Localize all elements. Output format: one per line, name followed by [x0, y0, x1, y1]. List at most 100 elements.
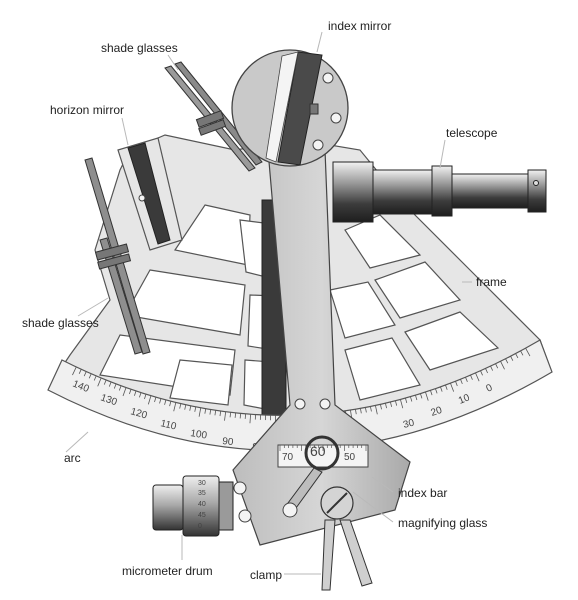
arc-tick [184, 404, 187, 410]
arc-tick [495, 363, 499, 369]
arc-tick [525, 347, 531, 357]
arc-tick [144, 394, 147, 400]
arc-tick [194, 406, 197, 412]
arc-tick [440, 386, 443, 392]
arc-tick [154, 397, 157, 403]
label-frame: frame [476, 275, 507, 289]
arc-tick [108, 381, 112, 387]
arc-tick [380, 404, 382, 410]
arc: 140 130 120 110 100 90 80 30 20 10 0 [47, 339, 553, 454]
magnifying-glass [282, 435, 340, 518]
arc-tick [169, 401, 172, 407]
arc-tick [204, 408, 207, 414]
arc-tick [134, 390, 137, 396]
arc-tick [147, 395, 152, 405]
arc-tick [460, 379, 463, 385]
arc-tick [370, 406, 372, 412]
arc-tick [435, 388, 438, 394]
arc-tick [103, 379, 107, 385]
arc-tick [72, 366, 77, 376]
arc-tick [385, 403, 387, 409]
index-mirror [231, 49, 349, 167]
arc-tick [500, 361, 505, 370]
arc-scale: 140 130 120 110 100 90 80 30 20 10 0 [71, 379, 495, 454]
index-bar: 70 60 50 [232, 149, 411, 546]
leader-lines [65, 31, 472, 575]
arc-tick [450, 383, 455, 392]
arc-tick [355, 409, 357, 415]
arc-tick [189, 405, 192, 411]
arc-tick [234, 412, 237, 418]
micrometer-drum: 30 35 40 45 0 [152, 475, 234, 537]
arc-tick [139, 392, 142, 398]
arc-tick [425, 391, 429, 401]
arc-scale-label: 10 [457, 392, 472, 407]
label-magnifying-glass: magnifying glass [398, 516, 487, 530]
arc-tick [510, 356, 514, 361]
arc-tick [97, 377, 102, 387]
arc-tick [400, 399, 404, 409]
arc-scale-label: 0 [484, 382, 494, 395]
arc-tick [490, 365, 494, 371]
arc-tick [88, 373, 92, 379]
arc-tick [455, 381, 458, 387]
arc-tick [78, 369, 82, 374]
drum-scale-label: 45 [198, 512, 206, 519]
arc-tick [93, 375, 97, 381]
arc-tick [118, 385, 122, 391]
arc-tick [214, 410, 217, 416]
arc-tick [159, 398, 162, 404]
arc-tick [520, 350, 524, 356]
arc-tick [465, 377, 468, 382]
arc-tick [224, 411, 227, 421]
arc-tick [480, 370, 483, 376]
vernier-scale-label: 60 [310, 443, 326, 459]
telescope [332, 161, 547, 223]
arc-tick [395, 400, 398, 406]
label-micrometer-drum: micrometer drum [122, 564, 213, 578]
arc-tick [470, 374, 473, 380]
label-index-mirror: index mirror [328, 19, 391, 33]
clamp [320, 486, 373, 591]
arc-scale-label: 110 [159, 418, 177, 432]
arc-tick [249, 414, 251, 424]
arc-tick [229, 412, 232, 418]
arc-tick [430, 390, 433, 396]
label-index-bar: index bar [398, 486, 447, 500]
arc-tick [164, 399, 167, 405]
arc-tick [198, 407, 202, 417]
arc-tick [360, 408, 362, 414]
arc-scale-label: 120 [129, 406, 148, 421]
arc-scale-label: 20 [430, 405, 444, 419]
arc-tick [209, 409, 212, 415]
arc-tick [113, 383, 117, 389]
shade-glasses-left [84, 157, 151, 355]
arc-tick [415, 395, 418, 401]
arc-scale-label: 100 [190, 428, 209, 442]
arc-tick [365, 407, 367, 413]
arc-tick [219, 411, 222, 417]
arc-tick [485, 368, 488, 374]
arc-tick [405, 397, 408, 404]
arc-tick [410, 396, 413, 402]
arc-tick [173, 402, 177, 412]
label-shade-glasses-top: shade glasses [101, 41, 178, 55]
drum-scale-label: 0 [198, 523, 202, 530]
part-labels: index mirror shade glasses horizon mirro… [22, 19, 507, 582]
vernier-scale-label: 50 [344, 452, 356, 463]
label-horizon-mirror: horizon mirror [50, 103, 124, 117]
arc-tick [515, 353, 519, 359]
arc-tick [128, 389, 132, 395]
arc-tick [390, 401, 393, 408]
arc-tick [420, 393, 423, 399]
label-shade-glasses-left: shade glasses [22, 316, 99, 330]
arc-tick [122, 387, 127, 397]
arc-tick [505, 358, 509, 364]
horizon-mirror [117, 137, 183, 251]
label-telescope: telescope [446, 126, 498, 140]
vernier-scale-label: 70 [282, 452, 294, 463]
drum-scale-label: 30 [198, 480, 206, 487]
label-arc: arc [64, 451, 81, 465]
arc-tick [445, 384, 448, 390]
